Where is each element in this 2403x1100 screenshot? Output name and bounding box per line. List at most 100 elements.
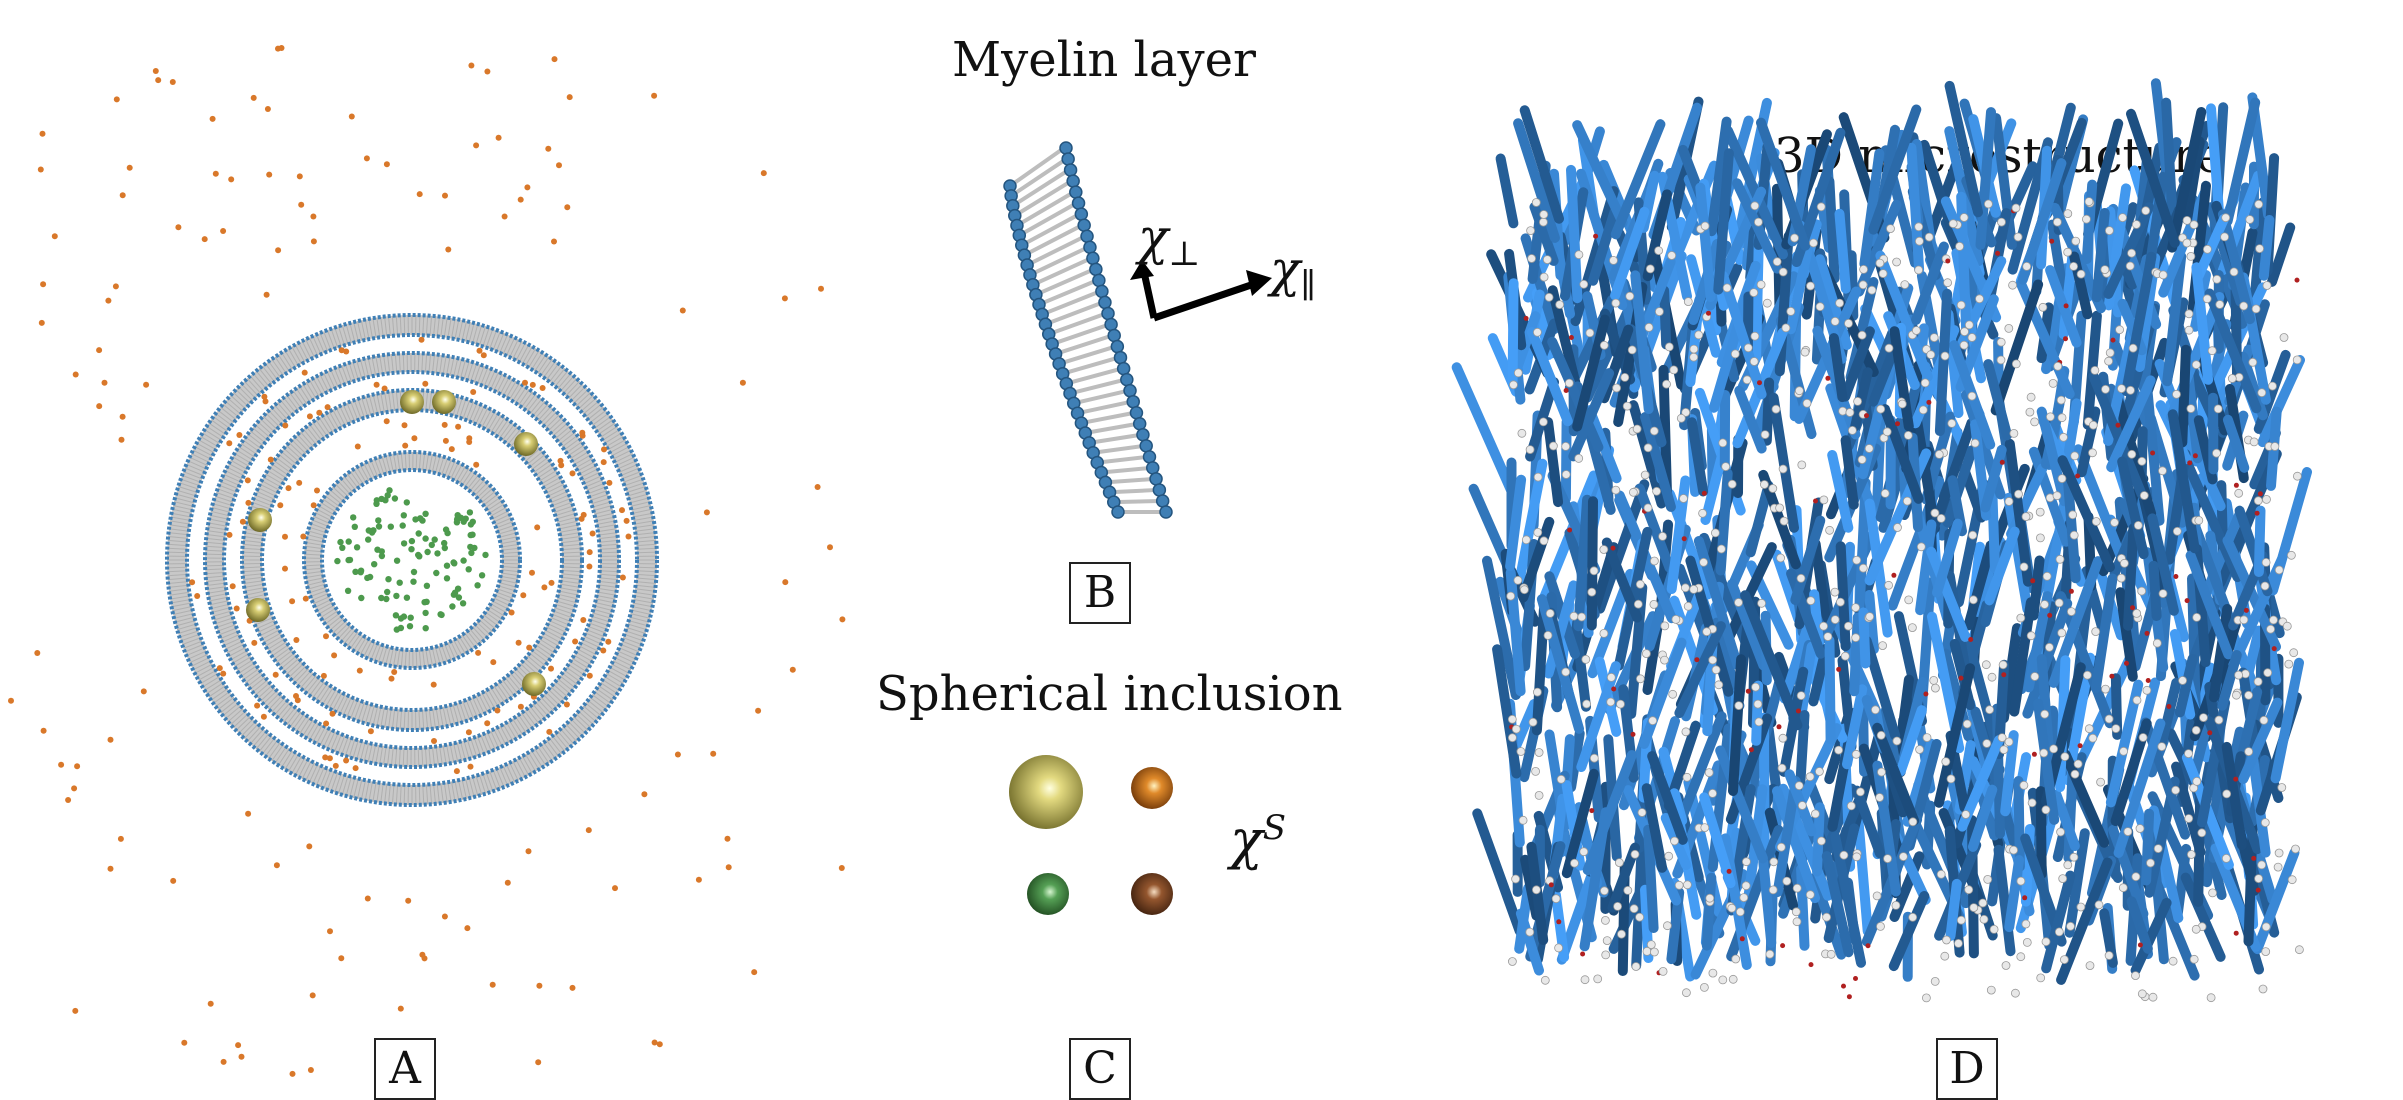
fiber-rod <box>1570 619 1591 712</box>
orange-particle <box>354 443 361 450</box>
white-particle <box>1876 922 1885 931</box>
white-particle <box>1796 573 1806 583</box>
fiber-rod <box>1975 107 1996 250</box>
inner-bead <box>1074 207 1089 221</box>
lipid-tail <box>1101 465 1151 475</box>
white-particle <box>1882 427 1892 437</box>
orange-particle <box>468 62 475 69</box>
white-particle <box>2291 844 2300 854</box>
fiber-rod <box>1543 417 1564 508</box>
white-particle <box>1593 974 1603 984</box>
white-particle <box>2056 827 2065 837</box>
fiber-rod <box>1772 786 1820 904</box>
white-particle <box>1794 386 1804 396</box>
white-particle <box>2208 888 2217 898</box>
orange-particle <box>536 982 543 989</box>
green-particle <box>400 512 407 519</box>
white-particle <box>2082 214 2091 224</box>
white-particle <box>1533 327 1542 337</box>
white-particle <box>1852 852 1862 862</box>
orange-particle <box>107 736 114 743</box>
white-particle <box>1875 258 1885 268</box>
fiber-rod <box>1451 362 1518 499</box>
white-particle <box>1754 717 1764 727</box>
orange-particle <box>674 751 681 758</box>
white-particle <box>1751 682 1761 692</box>
bead-layer <box>203 351 621 769</box>
green-particle <box>378 594 385 602</box>
fiber-rod <box>1582 750 1637 876</box>
orange-particle <box>307 1067 314 1073</box>
orange-particle <box>422 380 429 387</box>
orange-particle <box>586 672 593 679</box>
white-particle <box>1943 278 1952 288</box>
red-particle <box>1610 545 1616 551</box>
fiber-rod <box>1915 519 1937 616</box>
white-particle <box>1620 372 1630 382</box>
red-particle <box>2144 630 2150 636</box>
white-particle <box>1883 854 1893 863</box>
orange-particle <box>348 113 355 120</box>
white-particle <box>2094 900 2104 910</box>
orange-particle <box>300 533 307 540</box>
inner-bead <box>1063 163 1078 177</box>
orange-particle <box>175 224 182 231</box>
white-particle <box>1806 281 1815 291</box>
lipid-tail <box>1097 454 1148 465</box>
red-particle <box>2115 422 2121 428</box>
white-particle <box>1762 298 1772 308</box>
fiber-rod <box>2221 741 2247 850</box>
white-particle <box>1668 689 1678 699</box>
bead-layer <box>185 333 639 787</box>
orange-particle <box>226 440 233 447</box>
white-particle <box>2249 437 2259 447</box>
white-particle <box>2257 860 2267 870</box>
orange-particle <box>383 161 390 168</box>
white-particle <box>1964 320 1974 330</box>
white-particle <box>1809 238 1818 248</box>
white-particle <box>1960 327 1969 337</box>
white-particle <box>2189 954 2199 964</box>
red-particle <box>2049 238 2055 244</box>
white-particle <box>1577 612 1587 622</box>
orange-particle <box>401 422 408 429</box>
white-particle <box>1853 396 1863 406</box>
white-particle <box>2001 961 2011 970</box>
white-particle <box>1727 903 1737 913</box>
white-particle <box>2041 805 2051 815</box>
white-particle <box>2011 359 2021 369</box>
white-particle <box>1508 733 1517 743</box>
orange-particle <box>556 162 562 169</box>
fiber-rod <box>2004 855 2025 933</box>
fiber-rod <box>1824 635 1836 745</box>
fiber-rod <box>2141 808 2155 886</box>
white-particle <box>2213 404 2223 414</box>
green-particle <box>468 549 475 557</box>
panel-c-title: Spherical inclusion <box>876 666 1343 722</box>
white-particle <box>1892 257 1902 267</box>
white-particle <box>2040 709 2050 719</box>
white-particle <box>1777 763 1787 773</box>
orange-particle <box>600 647 607 654</box>
white-particle <box>2234 670 2243 680</box>
fiber-rod <box>1824 176 1840 284</box>
white-particle <box>2058 874 2068 883</box>
white-particle <box>2027 798 2037 808</box>
orange-particle <box>442 437 449 444</box>
white-particle <box>1718 975 1728 985</box>
white-particle <box>2192 613 2202 622</box>
white-particle <box>1616 699 1625 709</box>
orange-particle <box>293 637 300 643</box>
orange-particle <box>251 639 258 646</box>
fiber-rod <box>1810 538 1831 626</box>
white-particle <box>1838 406 1848 416</box>
green-particle <box>467 521 475 528</box>
orange-particle <box>470 389 477 395</box>
white-particle <box>2053 217 2062 227</box>
orange-particle <box>789 666 796 673</box>
white-particle <box>1858 280 1868 290</box>
white-particle <box>1534 791 1544 800</box>
white-particle <box>1846 801 1856 811</box>
white-particle <box>1782 876 1792 886</box>
interlayer-particles <box>189 336 632 775</box>
